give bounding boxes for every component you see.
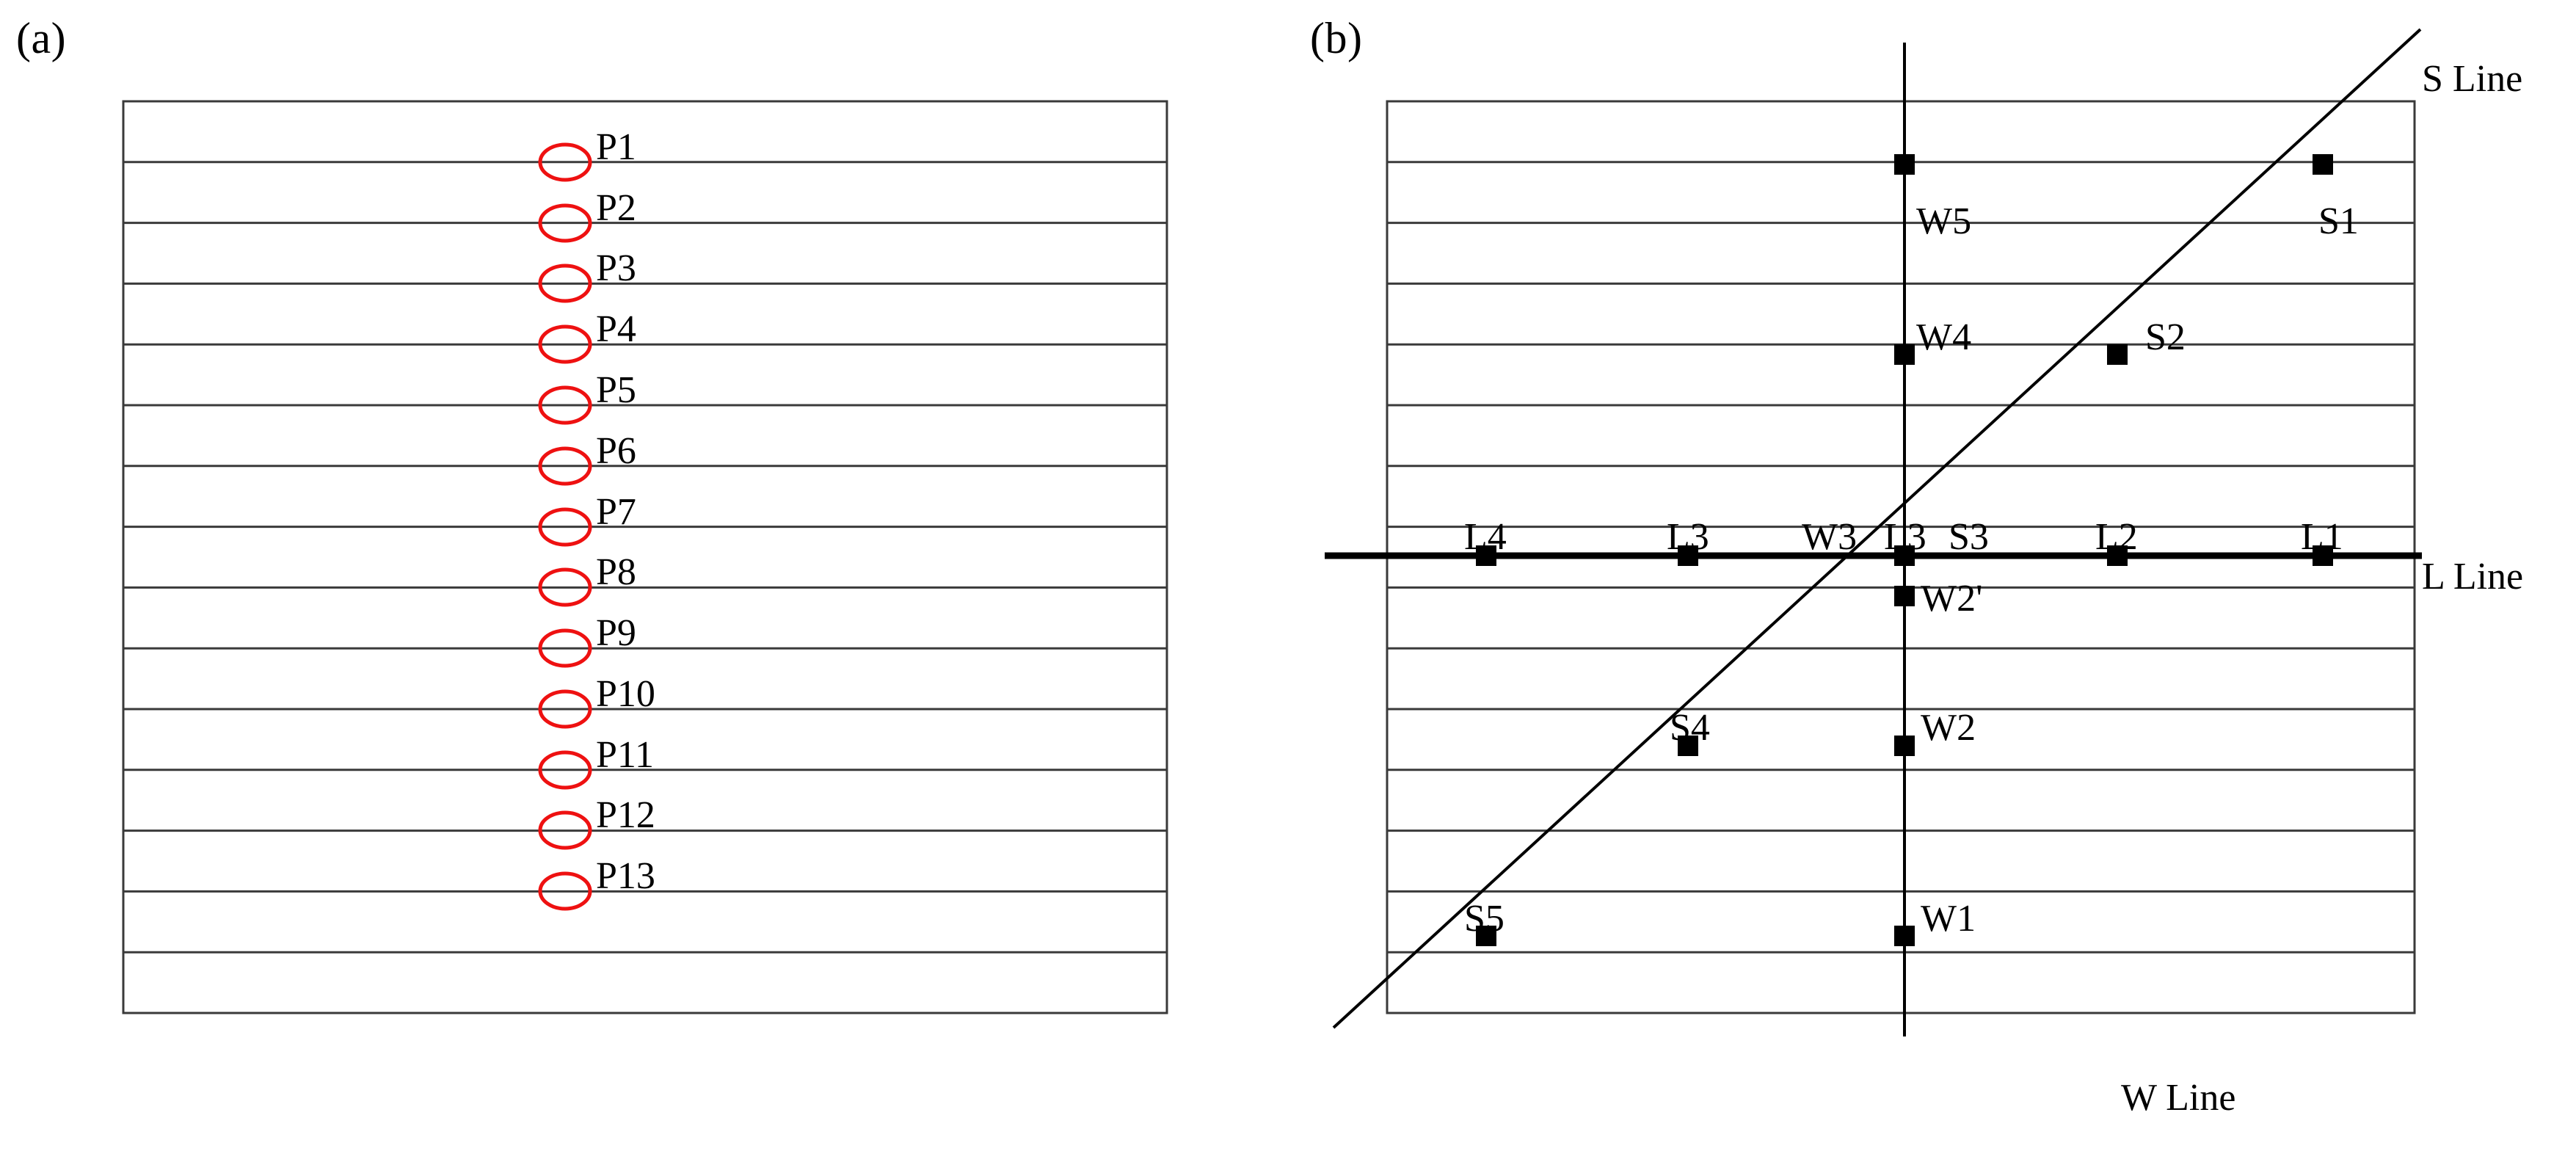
point-label-w5-0: W5 (1916, 200, 1972, 242)
point-label-s2-3: S2 (2145, 316, 2186, 358)
point-marker-l3-7 (1894, 545, 1915, 566)
point-label-w1-15: W1 (1921, 898, 1976, 940)
point-label-l3-7: L3 (1884, 516, 1926, 558)
panel-b-canvas (1325, 28, 2422, 1036)
point-label-p11: P11 (596, 734, 654, 776)
point-marker-w4-2 (1894, 344, 1915, 365)
point-marker-s4-12 (1678, 736, 1698, 756)
point-marker-s2-3 (2107, 344, 2128, 365)
point-marker-p13 (538, 871, 592, 911)
point-label-w4-2: W4 (1916, 316, 1972, 358)
point-label-p10: P10 (596, 673, 655, 715)
point-marker-p12 (538, 810, 592, 850)
point-marker-p10 (538, 689, 592, 729)
point-label-p7: P7 (596, 491, 636, 533)
point-marker-s5-14 (1476, 926, 1496, 946)
point-marker-p1 (538, 142, 592, 182)
point-label-l3-5: L3 (1667, 516, 1709, 558)
axis-label-s-line: S Line (2422, 58, 2523, 100)
point-label-s4-12: S4 (1670, 707, 1710, 749)
point-label-s5-14: S5 (1464, 898, 1505, 940)
panel-b-caption: (b) (1310, 14, 1363, 62)
point-marker-p7 (538, 507, 592, 547)
point-marker-p4 (538, 324, 592, 364)
point-label-p3: P3 (596, 247, 636, 289)
point-label-s3-8: S3 (1949, 516, 1989, 558)
panel-a-caption: (a) (16, 14, 67, 62)
panel-a-canvas (122, 100, 1168, 1014)
point-label-p13: P13 (596, 855, 655, 897)
point-marker-w5-0 (1894, 154, 1915, 175)
point-marker-w1-15 (1894, 926, 1915, 946)
point-marker-l1-10 (2313, 545, 2333, 566)
point-marker-p5 (538, 385, 592, 425)
point-label-p8: P8 (596, 551, 636, 593)
point-label-l4-4: L4 (1464, 516, 1507, 558)
point-label-p4: P4 (596, 308, 636, 350)
point-marker-p8 (538, 567, 592, 607)
panel-frame (122, 100, 1168, 1014)
point-label-p6: P6 (596, 430, 636, 472)
point-marker-p2 (538, 203, 592, 243)
point-label-p5: P5 (596, 369, 636, 411)
point-label-p1: P1 (596, 126, 636, 168)
point-label-l1-10: L1 (2301, 516, 2343, 558)
point-label-s1-1: S1 (2318, 200, 2359, 242)
point-marker-l4-4 (1476, 545, 1496, 566)
point-label-p12: P12 (596, 794, 655, 836)
point-label-w3-6: W3 (1802, 516, 1858, 558)
point-marker-l2-9 (2107, 545, 2128, 566)
point-label-w2-prime-11: W2' (1921, 578, 1983, 620)
point-marker-s1-1 (2313, 154, 2333, 175)
point-marker-w2-13 (1894, 736, 1915, 756)
point-marker-p9 (538, 628, 592, 668)
point-label-l2-9: L2 (2095, 516, 2138, 558)
point-marker-l3-5 (1678, 545, 1698, 566)
point-marker-p3 (538, 264, 592, 303)
point-label-p2: P2 (596, 187, 636, 229)
point-marker-p6 (538, 446, 592, 486)
axis-s-line (1332, 28, 2422, 1029)
point-label-w2-13: W2 (1921, 707, 1976, 749)
axis-label-w-line: W Line (2121, 1077, 2236, 1119)
point-marker-w2-prime-11 (1894, 586, 1915, 606)
point-label-p9: P9 (596, 612, 636, 654)
point-marker-p11 (538, 750, 592, 790)
axis-label-l-line: L Line (2422, 556, 2524, 598)
